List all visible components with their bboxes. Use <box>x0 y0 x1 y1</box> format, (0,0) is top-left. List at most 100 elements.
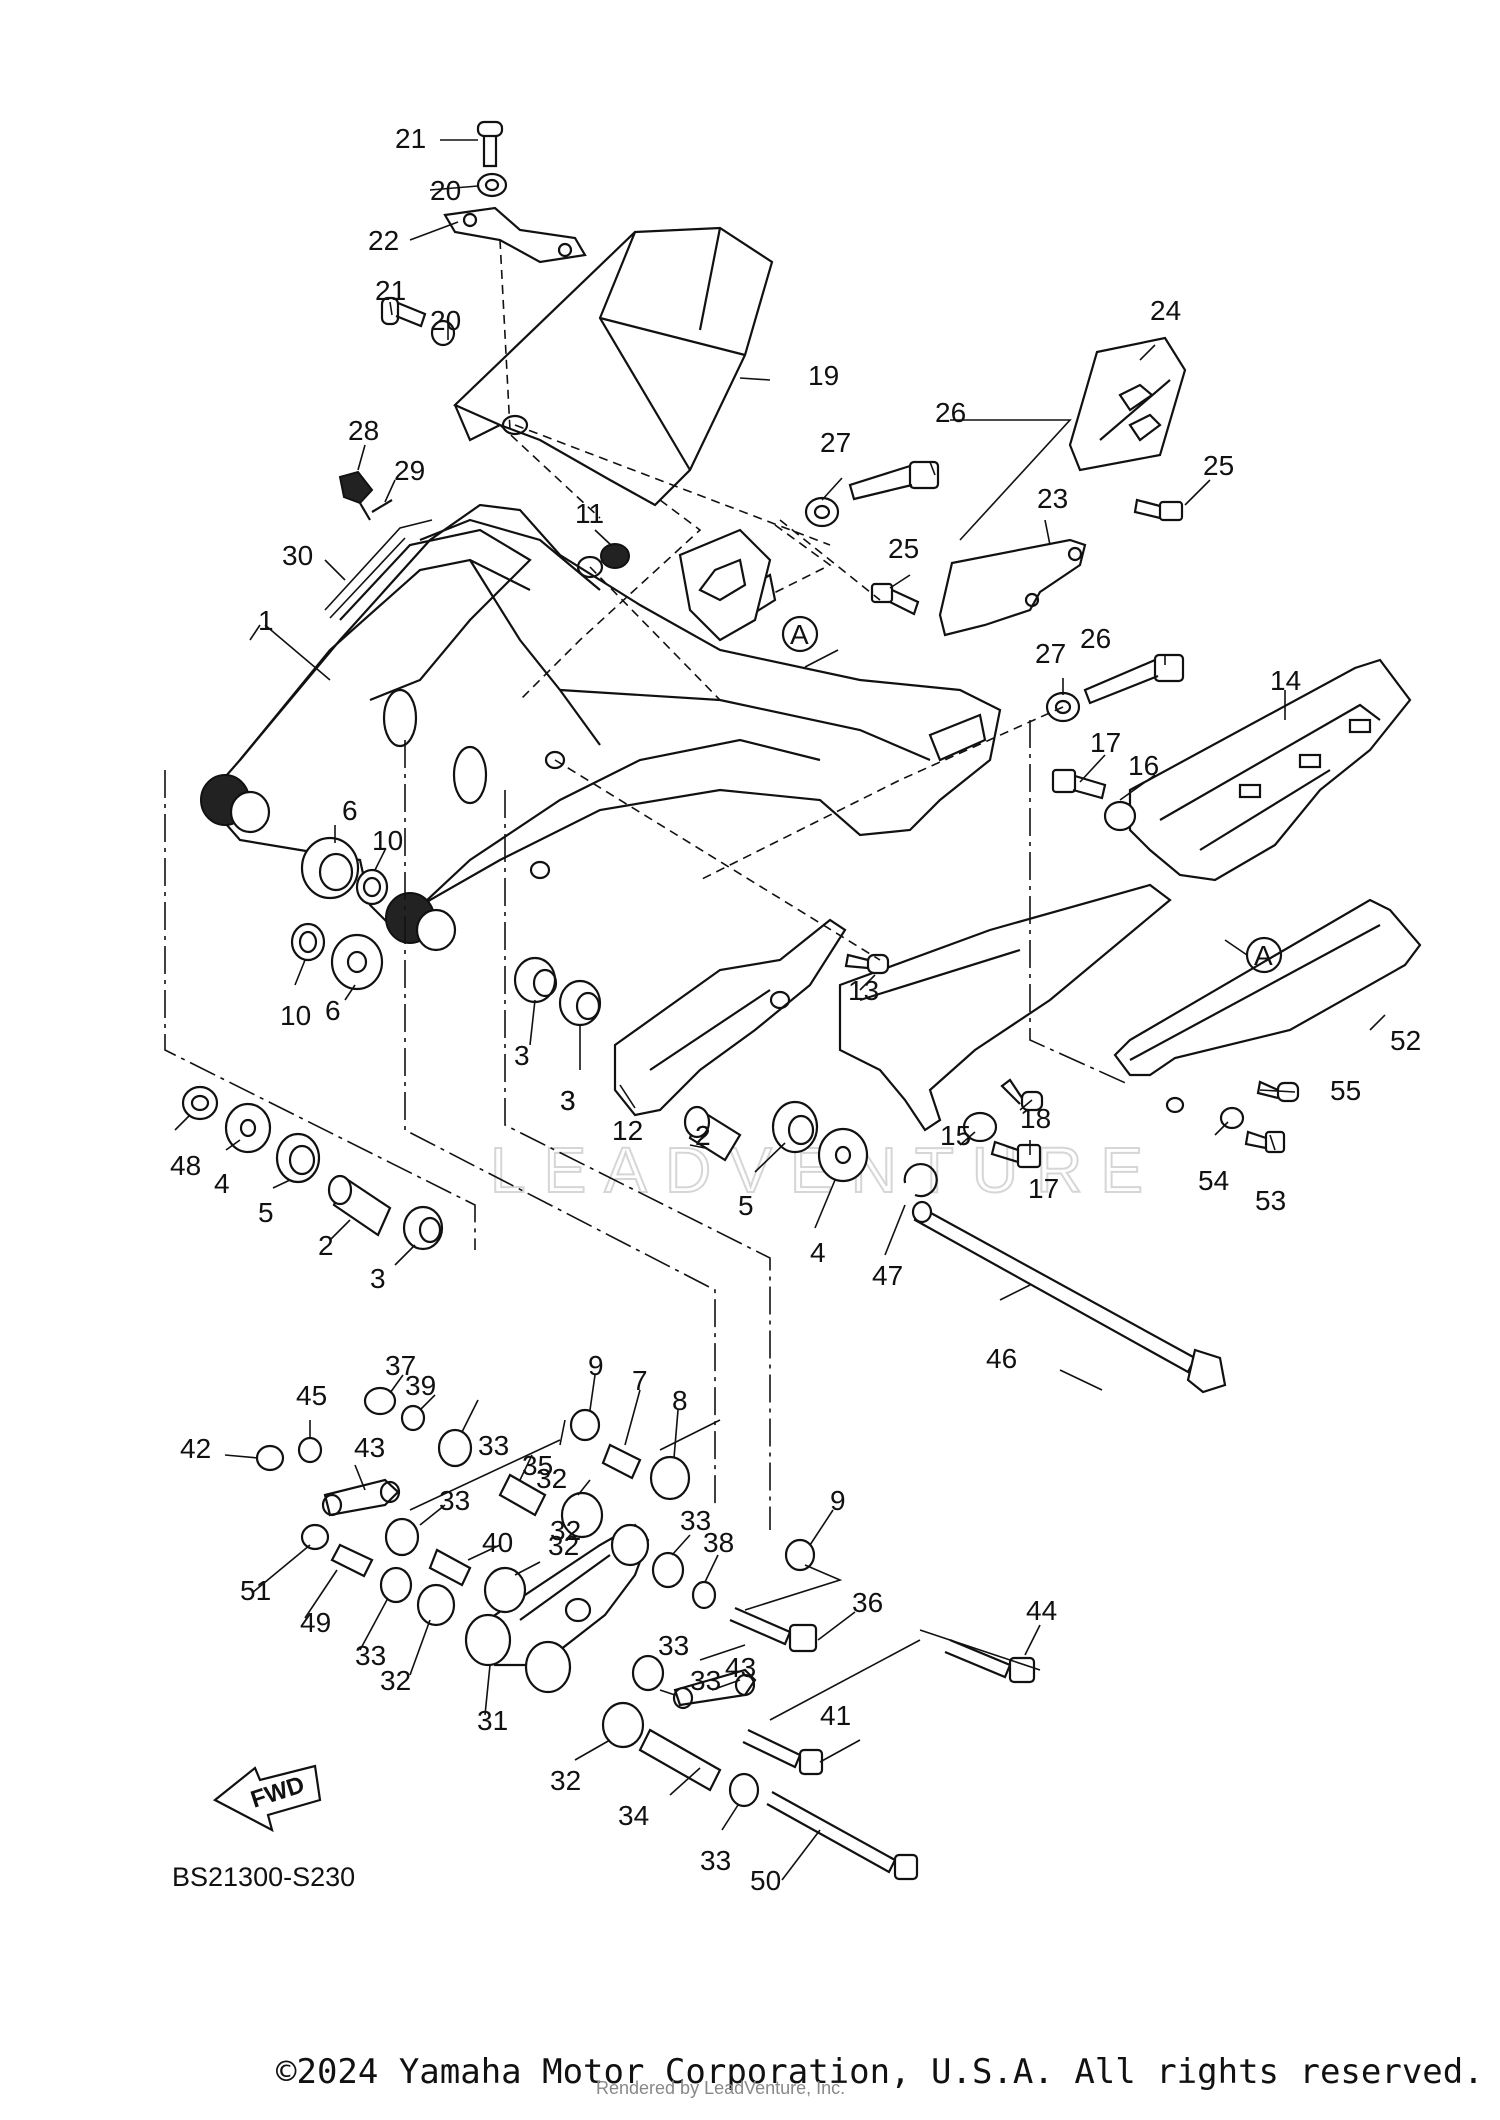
bolt-part-36 <box>729 1606 818 1653</box>
callout-number-15: 15 <box>940 1120 971 1151</box>
band-part-30 <box>324 519 433 619</box>
washer-part-45 <box>297 1436 323 1464</box>
bolt-part-21-left <box>380 296 427 328</box>
rendered-by-note: Rendered by LeadVenture, Inc. <box>596 2078 846 2098</box>
cap-part-11 <box>600 543 630 569</box>
callout-number-50: 50 <box>750 1865 781 1896</box>
washer-part-38 <box>691 1580 717 1610</box>
bolt-part-25-right <box>1133 498 1184 522</box>
callout-number-17: 17 <box>1090 727 1121 758</box>
callout-number-33: 33 <box>478 1430 509 1461</box>
cap-part-5-left <box>275 1132 321 1184</box>
callout-number-33: 33 <box>355 1640 386 1671</box>
bolt-part-21-top <box>476 120 504 168</box>
callout-number-45: 45 <box>296 1380 327 1411</box>
callout-number-32: 32 <box>550 1765 581 1796</box>
callout-number-30: 30 <box>282 540 313 571</box>
callout-number-5: 5 <box>738 1190 754 1221</box>
callout-number-49: 49 <box>300 1607 331 1638</box>
callout-number-21: 21 <box>395 123 426 154</box>
callout-number-54: 54 <box>1198 1165 1229 1196</box>
callout-number-40: 40 <box>482 1527 513 1558</box>
callout-number-36: 36 <box>852 1587 883 1618</box>
rear-fender-part <box>453 226 774 507</box>
callout-number-32: 32 <box>550 1515 581 1546</box>
bearing-part-8 <box>649 1455 691 1501</box>
callout-number-14: 14 <box>1270 665 1301 696</box>
nut-part-51 <box>300 1523 330 1551</box>
chain-case-part <box>838 883 1172 1132</box>
relay-arm-part-31 <box>464 1523 650 1694</box>
callout-number-13: 13 <box>848 975 879 1006</box>
callout-number-2: 2 <box>695 1120 711 1151</box>
callout-number-6: 6 <box>342 795 358 826</box>
callout-number-12: 12 <box>612 1115 643 1146</box>
nut-part-27-top <box>804 496 840 528</box>
collar-part-7 <box>601 1443 642 1480</box>
collar-part-40 <box>428 1548 472 1587</box>
callout-number-34: 34 <box>618 1800 649 1831</box>
callout-number-32: 32 <box>548 1530 579 1561</box>
cap-part-5-right <box>771 1100 819 1154</box>
callout-number-17: 17 <box>1028 1173 1059 1204</box>
callout-number-27: 27 <box>820 427 851 458</box>
pivot-shaft-part-46 <box>911 1200 1227 1394</box>
nut-part-48 <box>181 1085 219 1121</box>
washer-part-4-left <box>224 1102 272 1154</box>
collar-part-35 <box>498 1473 547 1517</box>
callout-number-2: 2 <box>318 1230 334 1261</box>
circlip-part-47 <box>903 1162 938 1198</box>
reference-marker-a-lower: A <box>1245 936 1283 974</box>
callout-number-25: 25 <box>888 533 919 564</box>
callout-number-33: 33 <box>700 1845 731 1876</box>
callout-number-52: 52 <box>1390 1025 1421 1056</box>
callout-number-41: 41 <box>820 1700 851 1731</box>
collar-part-9-upper <box>569 1408 601 1442</box>
callout-number-31: 31 <box>477 1705 508 1736</box>
callout-number-33: 33 <box>680 1505 711 1536</box>
callout-number-26: 26 <box>935 397 966 428</box>
collar-part-34 <box>638 1728 722 1792</box>
washer-part-4-right <box>817 1127 869 1183</box>
diagram-code: BS21300-S230 <box>172 1862 356 1892</box>
callout-number-53: 53 <box>1255 1185 1286 1216</box>
callout-number-47: 47 <box>872 1260 903 1291</box>
washer-part-10-lower <box>290 922 326 962</box>
bolt-part-26-top <box>848 460 940 501</box>
callout-number-1: 1 <box>258 605 274 636</box>
callout-number-29: 29 <box>394 455 425 486</box>
callout-number-43: 43 <box>725 1652 756 1683</box>
callout-number-43: 43 <box>354 1432 385 1463</box>
reference-marker-a-upper: A <box>781 615 819 653</box>
connecting-rod-part-43-lower <box>672 1668 757 1710</box>
plate-part-24 <box>1068 336 1187 472</box>
collar-part-2-left <box>327 1174 392 1237</box>
clip-part-28 <box>338 470 374 521</box>
copyright-notice: ©2024 Yamaha Motor Corporation, U.S.A. A… <box>276 2052 1484 2092</box>
guide-part-12 <box>613 918 847 1117</box>
callout-number-20: 20 <box>430 175 461 206</box>
washer-part-10-upper <box>355 868 389 906</box>
assembly-guide-lines <box>164 239 1131 1721</box>
callout-number-10: 10 <box>280 1000 311 1031</box>
callout-number-33: 33 <box>658 1630 689 1661</box>
bolt-part-53 <box>1244 1130 1286 1154</box>
callout-number-25: 25 <box>1203 450 1234 481</box>
chain-cover-part-52 <box>1113 898 1422 1114</box>
callout-number-2: 2 <box>695 1120 711 1151</box>
callout-number-3: 3 <box>514 1040 530 1071</box>
callout-number-8: 8 <box>672 1385 688 1416</box>
callout-number-16: 16 <box>1128 750 1159 781</box>
callout-number-26: 26 <box>1080 623 1111 654</box>
bearing-part-3-a <box>513 956 558 1004</box>
nut-part-37 <box>363 1386 397 1416</box>
swingarm-part <box>200 414 1002 952</box>
bolt-part-26-lower <box>1083 653 1185 705</box>
bearing-part-3-b <box>558 979 602 1027</box>
callout-leaders <box>174 139 1386 1881</box>
callout-number-22: 22 <box>368 225 399 256</box>
callout-number-20: 20 <box>430 305 461 336</box>
callout-number-9: 9 <box>830 1485 846 1516</box>
